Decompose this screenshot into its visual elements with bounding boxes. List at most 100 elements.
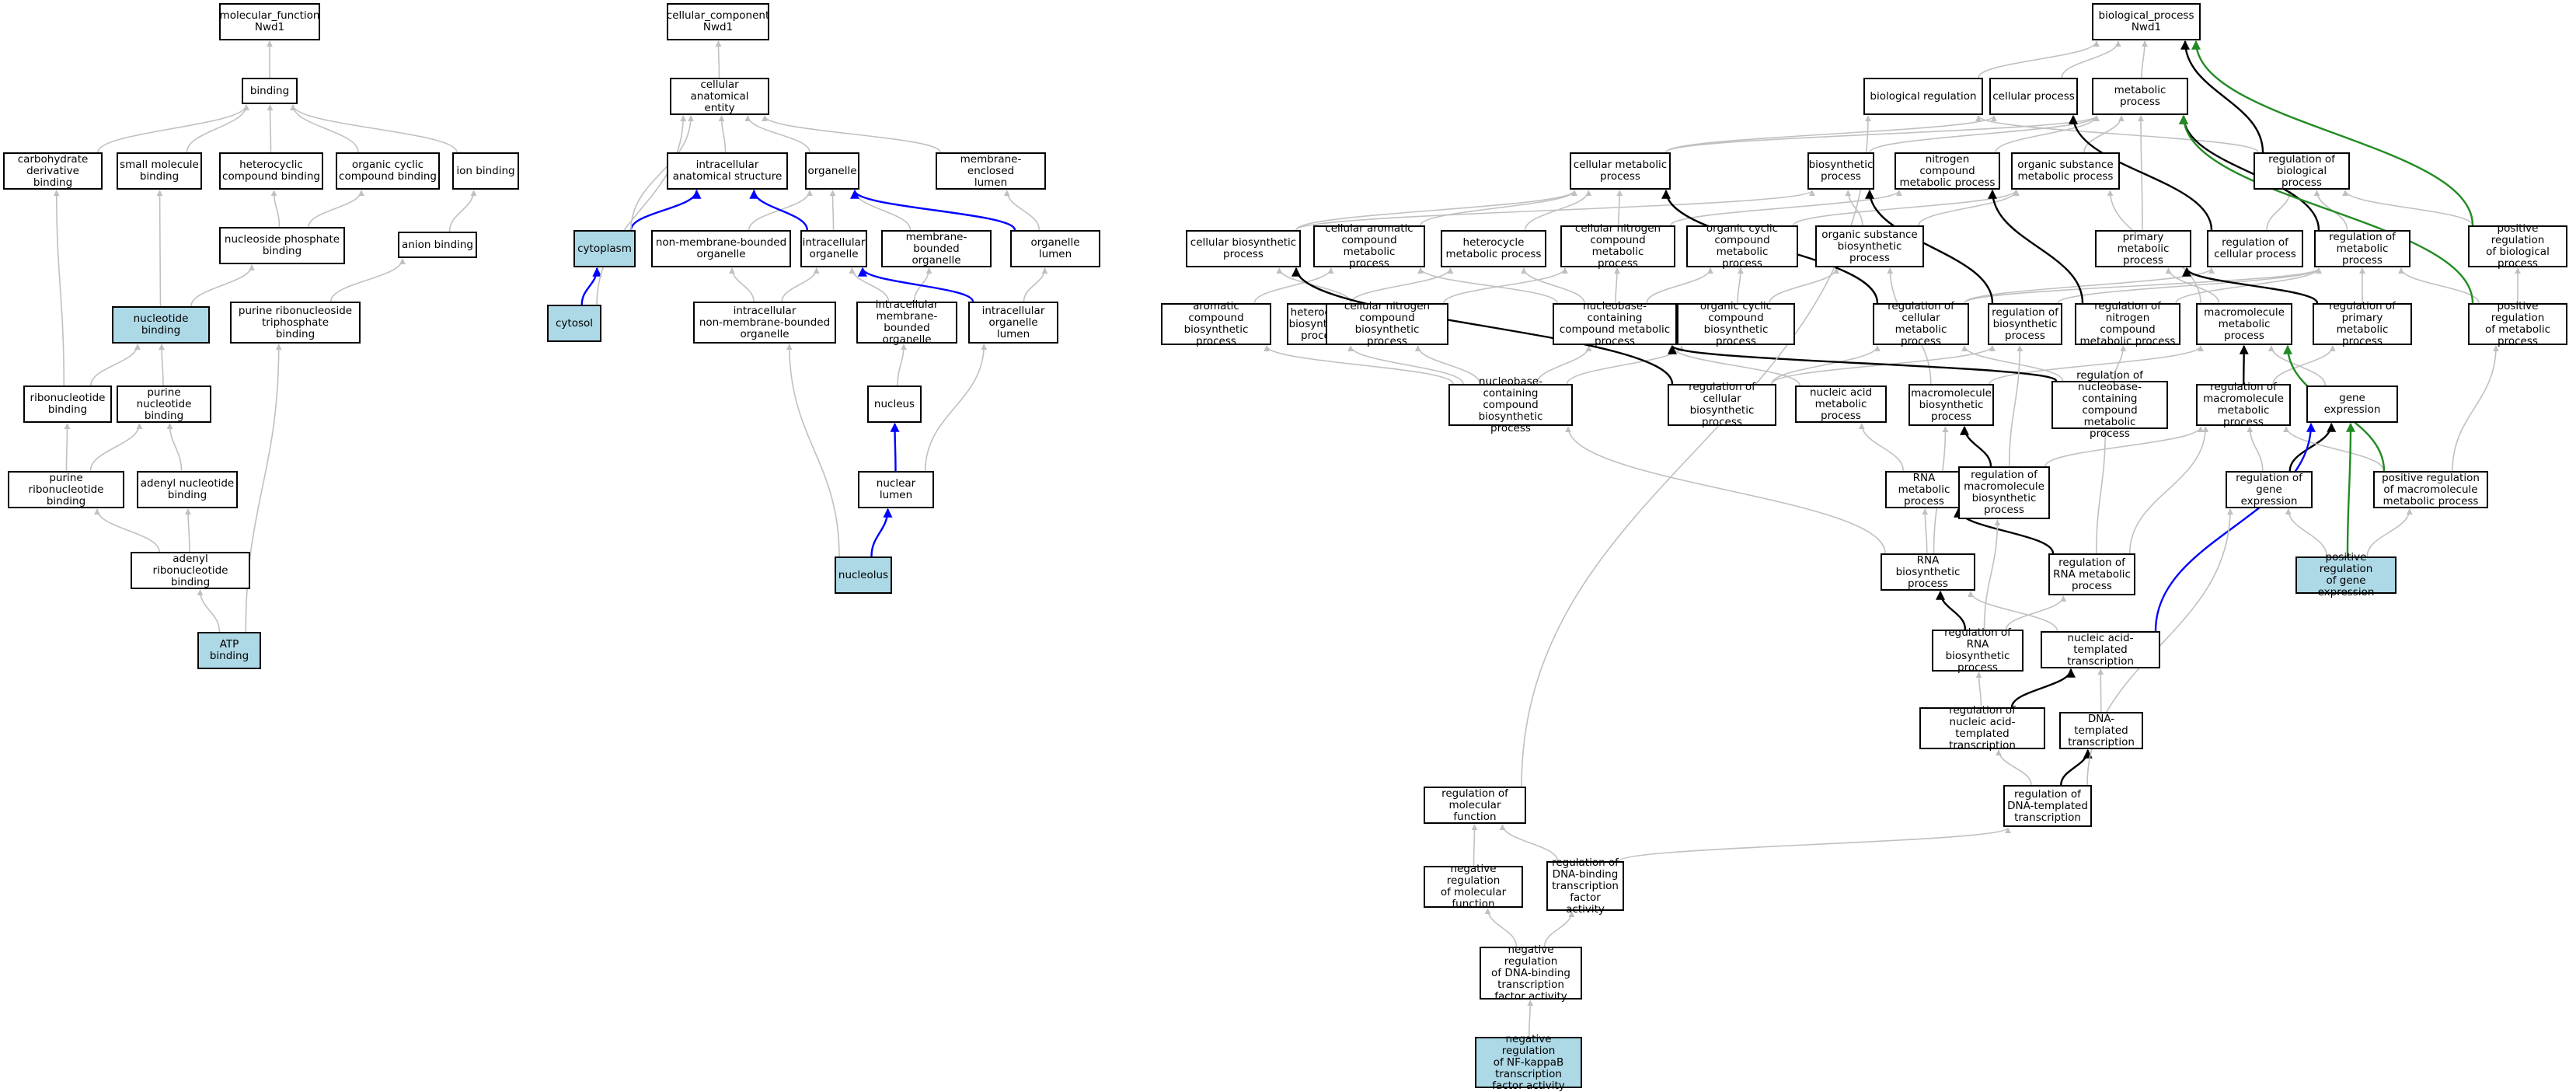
node-positive-regulation-of-biological-process[interactable]: positive regulation of biological proces… [2468, 223, 2567, 270]
node-regulation-of-rna-biosynthetic-process[interactable]: regulation of RNA biosynthetic process [1932, 627, 2024, 674]
node-regulation-of-metabolic-process[interactable]: regulation of metabolic process [2314, 230, 2410, 267]
edge-hetero_bind-to-binding [267, 104, 274, 153]
node-organelle-lumen[interactable]: organelle lumen [1010, 230, 1100, 267]
node-positive-regulation-of-metabolic-process[interactable]: positive regulation of metabolic process [2468, 301, 2567, 347]
node-regulation-of-nucleic-acid-templated-transcription[interactable]: regulation of nucleic acid-templated tra… [1919, 705, 2045, 752]
edge-ic_mem_org-to-ic_org [849, 267, 890, 302]
node-biological-regulation[interactable]: biological regulation [1863, 78, 1983, 115]
edge-reg_biosyn-to-reg_met [2057, 267, 2322, 304]
node-regulation-of-biological-process[interactable]: regulation of biological process [2254, 152, 2350, 190]
node-heterocycle-metabolic-process[interactable]: heterocycle metabolic process [1441, 230, 1546, 267]
node-atp-binding[interactable]: ATP binding [197, 632, 261, 669]
node-nucleoside-phosphate-binding[interactable]: nucleoside phosphate binding [219, 227, 345, 264]
node-cellular-metabolic-process[interactable]: cellular metabolic process [1570, 152, 1671, 190]
node-intracellular-anatomical-structure[interactable]: intracellular anatomical structure [667, 152, 788, 190]
node-nucleobase-containing-compound-metabolic-process[interactable]: nucleobase-containing compound metabolic… [1553, 301, 1677, 347]
node-regulation-of-biosynthetic-process[interactable]: regulation of biosynthetic process [1988, 303, 2062, 345]
node-nitrogen-compound-metabolic-process[interactable]: nitrogen compound metabolic process [1895, 152, 2000, 190]
node-regulation-of-gene-expression[interactable]: regulation of gene expression [2226, 471, 2313, 508]
edge-ribonuc_bind-to-nuc_bind [90, 344, 141, 386]
node-primary-metabolic-process[interactable]: primary metabolic process [2095, 230, 2191, 267]
node-cellular-aromatic-compound-metabolic-process[interactable]: cellular aromatic compound metabolic pro… [1313, 223, 1425, 270]
node-organelle[interactable]: organelle [805, 152, 859, 190]
node-rna-biosynthetic-process[interactable]: RNA biosynthetic process [1881, 553, 1975, 591]
node-regulation-of-macromolecule-metabolic-process[interactable]: regulation of macromolecule metabolic pr… [2196, 382, 2291, 428]
edge-cell_met-to-cell_proc [1665, 115, 1997, 153]
node-adenyl-nucleotide-binding[interactable]: adenyl nucleotide binding [137, 471, 238, 508]
node-intracellular-organelle-lumen[interactable]: intracellular organelle lumen [968, 302, 1058, 344]
node-regulation-of-cellular-biosynthetic-process[interactable]: regulation of cellular biosynthetic proc… [1668, 382, 1776, 428]
node-cytosol[interactable]: cytosol [547, 305, 601, 342]
node-negative-regulation-of-nf-kappab-transcription-factor-activity[interactable]: negative regulation of NF-kappaB transcr… [1475, 1033, 1582, 1091]
node-cellular-biosynthetic-process[interactable]: cellular biosynthetic process [1186, 230, 1301, 267]
node-negative-regulation-of-molecular-function[interactable]: negative regulation of molecular functio… [1424, 863, 1523, 910]
node-regulation-of-nucleobase-containing-compound-metabolic-process[interactable]: regulation of nucleobase-containing comp… [2051, 370, 2168, 440]
node-anion-binding[interactable]: anion binding [398, 232, 477, 258]
node-heterocyclic-compound-binding[interactable]: heterocyclic compound binding [219, 152, 323, 190]
node-intracellular-non-membrane-bounded-organelle[interactable]: intracellular non-membrane-bounded organ… [693, 302, 836, 344]
node-membrane-enclosed-lumen[interactable]: membrane-enclosed lumen [936, 152, 1046, 190]
edge-nb_met-to-org_cyc_met [1646, 267, 1713, 304]
node-intracellular-membrane-bounded-organelle[interactable]: intracellular membrane-bounded organelle [856, 299, 957, 346]
node-regulation-of-primary-metabolic-process[interactable]: regulation of primary metabolic process [2313, 301, 2412, 347]
node-regulation-of-cellular-metabolic-process[interactable]: regulation of cellular metabolic process [1873, 301, 1969, 347]
node-intracellular-organelle[interactable]: intracellular organelle [800, 230, 867, 267]
node-nucleobase-containing-compound-biosynthetic-process[interactable]: nucleobase-containing compound biosynthe… [1448, 375, 1573, 434]
edge-cell_biosyn-to-cell_met [1295, 190, 1577, 231]
node-nucleic-acid-metabolic-process[interactable]: nucleic acid metabolic process [1795, 386, 1887, 423]
node-organic-substance-biosynthetic-process[interactable]: organic substance biosynthetic process [1815, 225, 1924, 267]
node-purine-ribonucleotide-binding[interactable]: purine ribonucleotide binding [8, 471, 124, 508]
node-regulation-of-molecular-function[interactable]: regulation of molecular function [1424, 787, 1526, 824]
node-regulation-of-dna-templated-transcription[interactable]: regulation of DNA-templated transcriptio… [2003, 785, 2092, 827]
node-cellular-anatomical-entity[interactable]: cellular anatomical entity [670, 78, 769, 115]
node-cellular-component-root[interactable]: cellular_component Nwd1 [667, 3, 769, 40]
node-rna-metabolic-process[interactable]: RNA metabolic process [1885, 471, 1963, 508]
node-cellular-nitrogen-compound-biosynthetic-process[interactable]: cellular nitrogen compound biosynthetic … [1326, 301, 1448, 347]
node-cytoplasm[interactable]: cytoplasm [573, 230, 636, 267]
edge-ic_anat-to-cell_anat [718, 115, 727, 153]
node-regulation-of-dna-binding-transcription-factor-activity[interactable]: regulation of DNA-binding transcription … [1546, 857, 1624, 915]
node-biological-process-root[interactable]: biological_process Nwd1 [2092, 3, 2201, 40]
node-regulation-of-cellular-process[interactable]: regulation of cellular process [2207, 230, 2303, 267]
node-carbohydrate-derivative-binding[interactable]: carbohydrate derivative binding [3, 152, 103, 190]
node-regulation-of-nitrogen-compound-metabolic-process[interactable]: regulation of nitrogen compound metaboli… [2075, 301, 2180, 347]
edge-neg_reg_dbtf-to-reg_dbtf [1543, 911, 1575, 947]
node-gene-expression[interactable]: gene expression [2306, 386, 2398, 423]
node-adenyl-ribonucleotide-binding[interactable]: adenyl ribonucleotide binding [131, 552, 250, 589]
node-metabolic-process[interactable]: metabolic process [2092, 78, 2188, 115]
node-regulation-of-rna-metabolic-process[interactable]: regulation of RNA metabolic process [2048, 553, 2135, 595]
node-membrane-bounded-organelle[interactable]: membrane-bounded organelle [881, 230, 992, 267]
node-aromatic-compound-biosynthetic-process[interactable]: aromatic compound biosynthetic process [1161, 301, 1271, 347]
edge-purine_ribonuc_bind-to-ribonuc_bind [64, 423, 71, 472]
node-regulation-of-macromolecule-biosynthetic-process[interactable]: regulation of macromolecule biosynthetic… [1958, 466, 2050, 519]
node-cellular-nitrogen-compound-metabolic-process[interactable]: cellular nitrogen compound metabolic pro… [1560, 223, 1675, 270]
node-nucleotide-binding[interactable]: nucleotide binding [112, 306, 210, 344]
node-nucleolus[interactable]: nucleolus [835, 556, 892, 594]
node-binding[interactable]: binding [242, 78, 298, 104]
edge-reg_dbtf-to-reg_mf [1499, 824, 1559, 862]
node-ribonucleotide-binding[interactable]: ribonucleotide binding [23, 386, 112, 423]
node-nucleic-acid-templated-transcription[interactable]: nucleic acid-templated transcription [2041, 631, 2160, 668]
node-organic-cyclic-compound-binding[interactable]: organic cyclic compound binding [336, 152, 440, 190]
node-small-molecule-binding[interactable]: small molecule binding [117, 152, 202, 190]
node-macromolecule-metabolic-process[interactable]: macromolecule metabolic process [2196, 303, 2292, 345]
node-positive-regulation-of-gene-expression[interactable]: positive regulation of gene expression [2295, 552, 2396, 598]
node-dna-templated-transcription[interactable]: DNA-templated transcription [2059, 712, 2143, 749]
edge-reg_bio-to-bio_reg [1975, 115, 2259, 153]
node-molecular-function-root[interactable]: molecular_function Nwd1 [219, 3, 320, 40]
node-purine-nucleotide-binding[interactable]: purine nucleotide binding [117, 386, 211, 423]
node-nucleus[interactable]: nucleus [867, 386, 922, 423]
node-organic-cyclic-compound-metabolic-process[interactable]: organic cyclic compound metabolic proces… [1686, 223, 1798, 270]
node-positive-regulation-of-macromolecule-metabolic-process[interactable]: positive regulation of macromolecule met… [2373, 471, 2488, 508]
node-ion-binding[interactable]: ion binding [452, 152, 519, 190]
node-biosynthetic-process[interactable]: biosynthetic process [1807, 152, 1874, 190]
node-organic-cyclic-compound-biosynthetic-process[interactable]: organic cyclic compound biosynthetic pro… [1677, 301, 1795, 347]
node-nuclear-lumen[interactable]: nuclear lumen [858, 471, 934, 508]
node-non-membrane-bounded-organelle[interactable]: non-membrane-bounded organelle [651, 230, 791, 267]
node-organic-substance-metabolic-process[interactable]: organic substance metabolic process [2011, 152, 2120, 190]
node-macromolecule-biosynthetic-process[interactable]: macromolecule biosynthetic process [1908, 384, 1994, 426]
node-purine-ribonucleoside-triphosphate-binding[interactable]: purine ribonucleoside triphosphate bindi… [230, 302, 361, 344]
edge-reg_rna_biosyn-to-reg_macro_biosyn [1983, 519, 2001, 630]
node-negative-regulation-of-dna-binding-transcription-factor-activity[interactable]: negative regulation of DNA-binding trans… [1480, 944, 1582, 1002]
node-cellular-process[interactable]: cellular process [1989, 78, 2078, 115]
